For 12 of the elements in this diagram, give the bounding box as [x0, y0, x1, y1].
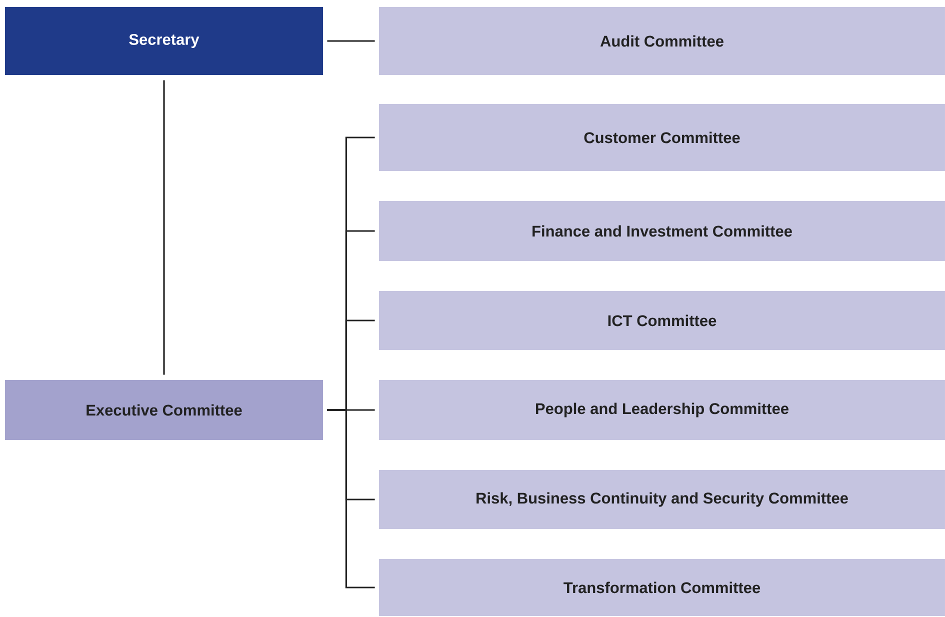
committee-box: Executive Committee	[5, 380, 323, 440]
committee-box: Customer Committee	[379, 104, 945, 171]
committee-box: People and Leadership Committee	[379, 380, 945, 440]
committee-box: Finance and Investment Committee	[379, 201, 945, 261]
committee-box: Risk, Business Continuity and Security Committee	[379, 470, 945, 529]
committee-box: ICT Committee	[379, 291, 945, 350]
connector-line	[163, 80, 165, 375]
committee-box: Audit Committee	[379, 7, 945, 75]
connector-line	[327, 40, 375, 42]
connector-line	[327, 409, 375, 588]
committee-box: Transformation Committee	[379, 559, 945, 616]
role-box: Secretary	[5, 7, 323, 75]
